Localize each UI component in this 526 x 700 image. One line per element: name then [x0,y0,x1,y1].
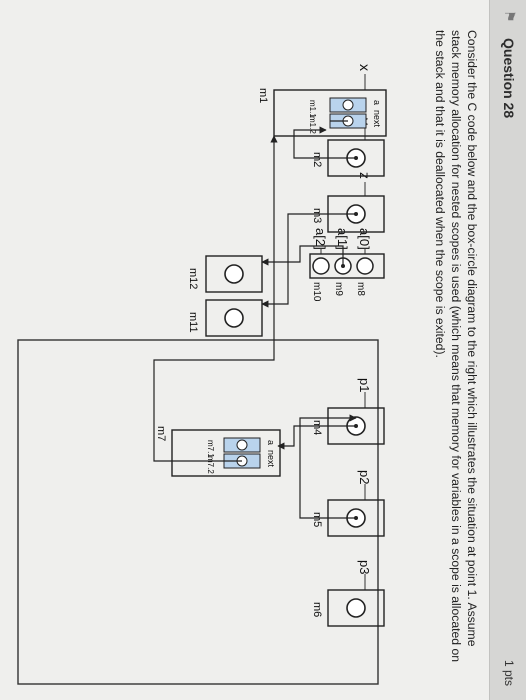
box-m1 [273,89,387,137]
loc-m1-2: m1.2 [308,116,317,134]
field-a-m7: a [266,440,276,445]
loc-m5: m5 [311,512,323,527]
box-m7 [171,429,281,477]
loc-m12: m12 [187,268,199,289]
box-m6 [327,589,385,627]
loc-m7-1: m7.1 [206,440,215,458]
loc-m8: m8 [355,282,366,296]
loc-m1: m1 [257,88,269,103]
field-next-m7: next [266,450,276,468]
field-next-m1: next [372,110,382,128]
var-label-a0: a[0] [357,228,372,250]
loc-m7: m7 [155,426,167,441]
cell-a2 [312,257,330,275]
loc-m6: m6 [311,602,323,617]
var-label-a1: a[1] [335,228,350,250]
var-label-p2: p2 [357,470,372,484]
var-label-a2: a[2] [313,228,328,250]
loc-m2: m2 [311,152,323,167]
loc-m1-1: m1.1 [308,100,317,118]
loc-m11: m11 [187,312,199,333]
var-label-p3: p3 [357,560,372,574]
box-m12 [205,255,263,293]
var-label-p1: p1 [357,378,372,392]
box-m11 [205,299,263,337]
cell-a0 [356,257,374,275]
diagram-outer-frame [17,339,379,685]
loc-m4: m4 [311,420,323,435]
loc-m3: m3 [311,208,323,223]
loc-m10: m10 [311,282,322,302]
loc-m7-2: m7.2 [206,456,215,474]
field-a-m1: a [372,100,382,105]
loc-m9: m9 [333,282,344,296]
var-label-x: x [357,64,373,71]
